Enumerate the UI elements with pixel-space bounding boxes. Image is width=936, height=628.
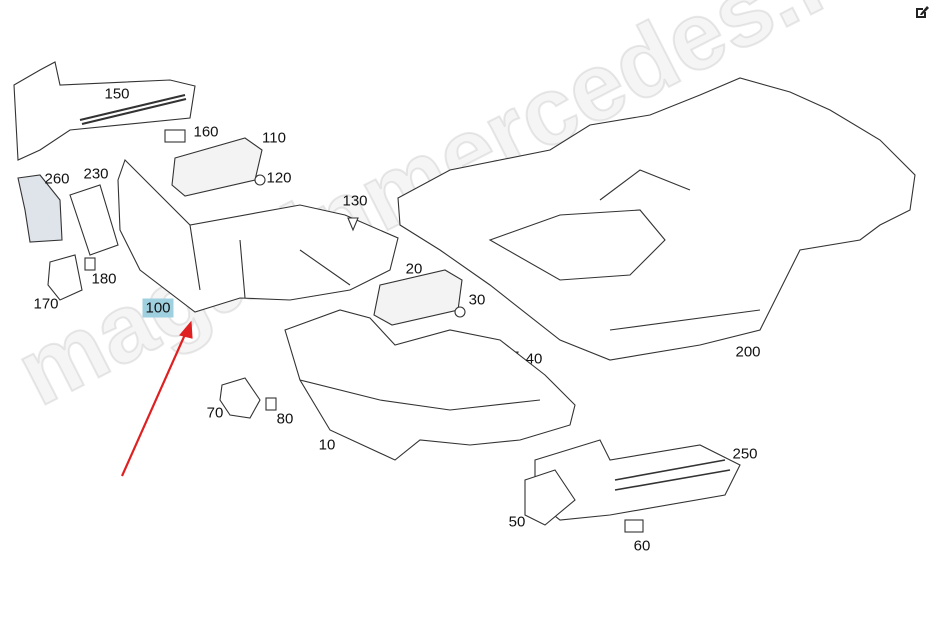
part-label-40[interactable]: 40 bbox=[525, 350, 543, 368]
part-label-130[interactable]: 130 bbox=[342, 192, 368, 210]
part-70-bracket bbox=[219, 377, 261, 419]
part-label-260[interactable]: 260 bbox=[44, 170, 70, 188]
part-20-mesh bbox=[373, 269, 463, 326]
part-label-120[interactable]: 120 bbox=[266, 169, 292, 187]
part-label-80[interactable]: 80 bbox=[276, 410, 294, 428]
part-120-clip bbox=[254, 174, 266, 186]
part-50-vent bbox=[524, 469, 576, 526]
part-60-clip bbox=[624, 519, 644, 533]
part-label-30[interactable]: 30 bbox=[468, 291, 486, 309]
part-110-mesh bbox=[171, 137, 263, 197]
part-10-carpet bbox=[284, 309, 576, 461]
edit-icon[interactable] bbox=[914, 4, 930, 20]
part-label-180[interactable]: 180 bbox=[91, 270, 117, 288]
part-150-trim bbox=[13, 61, 196, 161]
part-label-20[interactable]: 20 bbox=[405, 260, 423, 278]
part-label-160[interactable]: 160 bbox=[193, 123, 219, 141]
part-label-110[interactable]: 110 bbox=[262, 129, 286, 147]
part-label-60[interactable]: 60 bbox=[633, 537, 651, 555]
part-label-250[interactable]: 250 bbox=[732, 445, 758, 463]
part-label-10[interactable]: 10 bbox=[318, 436, 336, 454]
part-label-230[interactable]: 230 bbox=[83, 165, 109, 183]
part-80-clip bbox=[265, 397, 277, 411]
part-200-carpet bbox=[397, 77, 916, 361]
part-label-200[interactable]: 200 bbox=[735, 343, 761, 361]
part-label-150[interactable]: 150 bbox=[104, 85, 130, 103]
part-100-carpet bbox=[117, 158, 399, 313]
part-label-100-selected[interactable]: 100 bbox=[142, 298, 174, 318]
part-260-bracket bbox=[17, 174, 63, 243]
pointer-arrow bbox=[120, 320, 193, 477]
part-130-clip bbox=[347, 217, 359, 232]
part-label-50[interactable]: 50 bbox=[508, 513, 526, 531]
part-label-70[interactable]: 70 bbox=[206, 404, 224, 422]
part-180-clip bbox=[84, 257, 96, 271]
part-label-170[interactable]: 170 bbox=[33, 295, 59, 313]
part-230-block bbox=[69, 184, 119, 256]
part-30-clip bbox=[454, 306, 466, 318]
part-170-bracket bbox=[47, 254, 83, 301]
part-160-clip bbox=[164, 129, 186, 143]
